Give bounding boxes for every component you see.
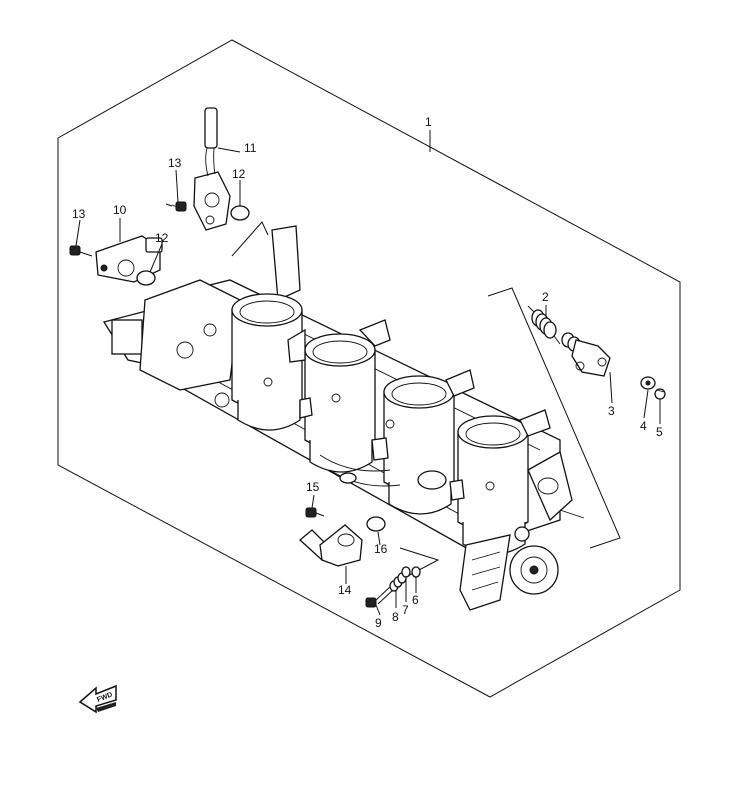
callout-11: 11: [244, 141, 257, 155]
callout-6: 6: [412, 593, 419, 607]
part-6-o-ring: [411, 566, 421, 578]
part-15-screw: [305, 507, 325, 518]
callout-8: 8: [392, 610, 399, 624]
callout-12-upper: 12: [232, 167, 246, 181]
throttle-barrel-3: [383, 369, 475, 515]
part-10-sensor: [95, 235, 163, 283]
part-14-sensor: [299, 524, 363, 567]
callout-13-left: 13: [72, 207, 86, 221]
throttle-barrel-1: [214, 293, 303, 431]
part-9-screw: [365, 584, 395, 608]
callout-12-left: 12: [155, 231, 169, 245]
throttle-body-assembly: [102, 225, 585, 611]
callout-14: 14: [338, 583, 352, 597]
part-5-nut: [654, 388, 666, 400]
part-2-spring: [527, 305, 561, 345]
throttle-barrel-2: [287, 319, 391, 473]
part-13-screw-upper: [165, 201, 187, 212]
callout-9: 9: [375, 616, 382, 630]
subgroup-bracket-right: [487, 287, 621, 549]
part-12-o-ring-upper: [230, 205, 250, 221]
callout-3: 3: [608, 404, 615, 418]
callout-7: 7: [402, 603, 409, 617]
part-3-valve: [561, 332, 611, 377]
callout-13-upper: 13: [168, 156, 182, 170]
callout-15: 15: [306, 480, 320, 494]
part-11-sensor: [193, 107, 231, 231]
part-13-screw-left: [69, 245, 93, 257]
fwd-arrow: FWD: [78, 684, 117, 714]
part-12-o-ring-left: [136, 270, 156, 286]
callout-16: 16: [374, 542, 388, 556]
assembly-outline: [57, 39, 681, 698]
part-16-o-ring: [366, 516, 386, 532]
subgroup-bracket-left: [231, 221, 269, 257]
leader-lines: [75, 130, 661, 616]
callout-10: 10: [113, 203, 127, 217]
fwd-arrow-icon: [78, 684, 117, 714]
part-7-washer: [401, 566, 411, 578]
callout-5: 5: [656, 425, 663, 439]
callout-2: 2: [542, 290, 549, 304]
callout-1: 1: [425, 115, 432, 129]
callout-4: 4: [640, 419, 647, 433]
throttle-pulley: [459, 526, 559, 611]
